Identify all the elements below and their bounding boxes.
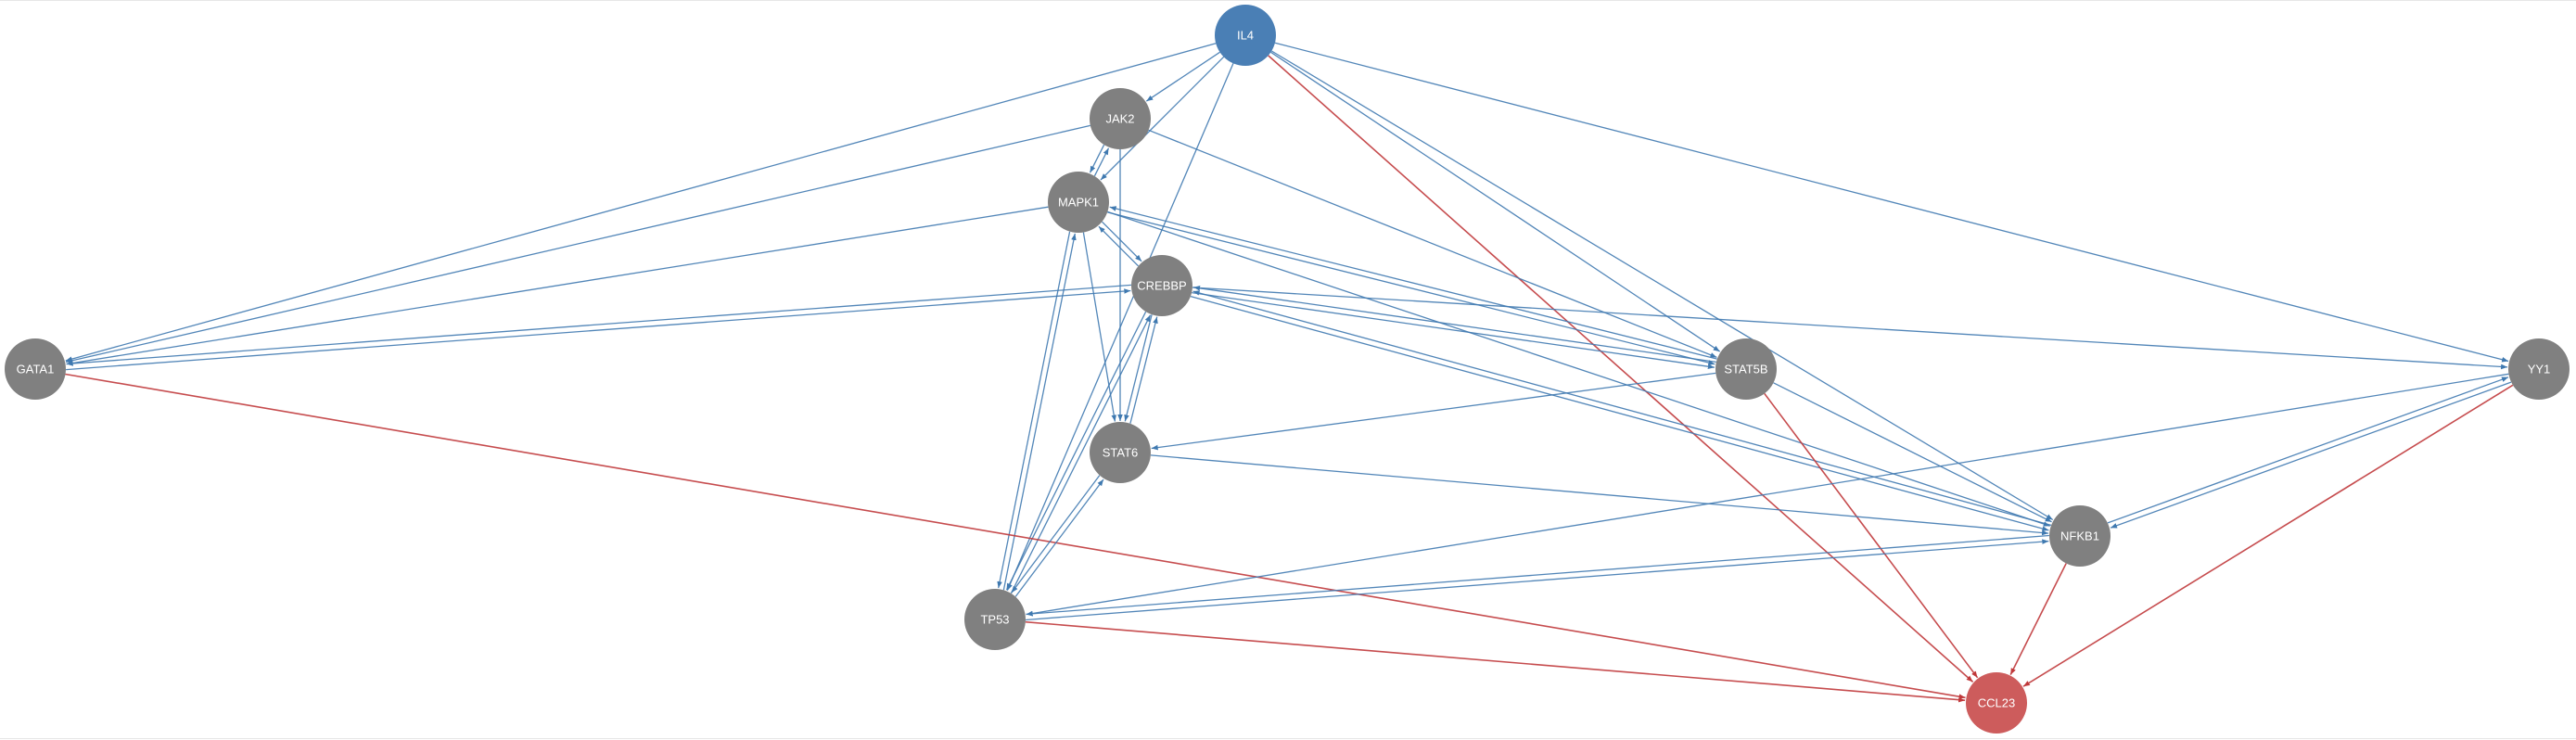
edge-jak2-to-mapk1 xyxy=(1089,144,1105,173)
edge-nfkb1-to-ccl23 xyxy=(2009,563,2067,675)
node-circle-stat5b[interactable] xyxy=(1715,338,1777,400)
edge-crebbp-to-yy1 xyxy=(1192,287,2508,370)
edge-jak2-to-gata1 xyxy=(65,124,1090,364)
edge-stat5b-to-nfkb1 xyxy=(1773,382,2052,523)
edge-crebbp-to-tp53 xyxy=(1005,311,1147,591)
node-circle-crebbp[interactable] xyxy=(1131,255,1192,316)
node-tp53[interactable]: TP53 xyxy=(964,589,1026,650)
node-nfkb1[interactable]: NFKB1 xyxy=(2049,505,2111,567)
edges xyxy=(65,42,2514,703)
edge-crebbp-to-nfkb1 xyxy=(1190,295,2049,531)
edge-crebbp-to-gata1 xyxy=(66,284,1131,366)
node-circle-mapk1[interactable] xyxy=(1048,172,1109,233)
node-circle-stat6[interactable] xyxy=(1090,422,1151,483)
node-gata1[interactable]: GATA1 xyxy=(5,338,66,400)
edge-tp53-to-crebbp xyxy=(1010,314,1152,594)
node-circle-jak2[interactable] xyxy=(1090,88,1151,149)
edge-yy1-to-ccl23 xyxy=(2022,384,2514,687)
edge-il4-to-gata1 xyxy=(65,43,1217,362)
edge-il4-to-nfkb1 xyxy=(1270,50,2054,521)
node-jak2[interactable]: JAK2 xyxy=(1090,88,1151,149)
edge-jak2-to-stat5b xyxy=(1148,129,1717,359)
edge-crebbp-to-stat5b xyxy=(1192,291,1715,369)
node-yy1[interactable]: YY1 xyxy=(2508,338,2570,400)
edge-il4-to-ccl23 xyxy=(1268,55,1974,683)
node-crebbp[interactable]: CREBBP xyxy=(1131,255,1192,316)
edge-il4-to-yy1 xyxy=(1274,42,2509,363)
edge-stat5b-to-mapk1 xyxy=(1109,206,1717,360)
edge-tp53-to-mapk1 xyxy=(1002,233,1077,591)
edge-stat6-to-nfkb1 xyxy=(1150,454,2049,536)
edge-mapk1-to-gata1 xyxy=(66,206,1049,366)
edge-il4-to-mapk1 xyxy=(1100,56,1225,181)
edge-stat5b-to-crebbp xyxy=(1193,286,1716,364)
edge-nfkb1-to-tp53 xyxy=(1026,534,2049,617)
edge-tp53-to-ccl23 xyxy=(1025,620,1966,703)
edge-il4-to-stat5b xyxy=(1270,51,1721,352)
edge-mapk1-to-jak2 xyxy=(1093,147,1110,177)
edge-stat6-to-crebbp xyxy=(1129,316,1158,424)
edge-tp53-to-nfkb1 xyxy=(1026,539,2049,621)
node-circle-yy1[interactable] xyxy=(2508,338,2570,400)
edge-nfkb1-to-crebbp xyxy=(1192,290,2052,527)
edge-yy1-to-tp53 xyxy=(1026,373,2509,617)
node-stat6[interactable]: STAT6 xyxy=(1090,422,1151,483)
edge-mapk1-to-stat6 xyxy=(1082,232,1117,422)
node-stat5b[interactable]: STAT5B xyxy=(1715,338,1777,400)
node-circle-ccl23[interactable] xyxy=(1966,672,2027,734)
edge-gata1-to-crebbp xyxy=(66,288,1131,371)
node-circle-nfkb1[interactable] xyxy=(2049,505,2111,567)
edge-stat6-to-tp53 xyxy=(1011,475,1101,593)
edge-mapk1-to-stat5b xyxy=(1107,211,1715,365)
edge-tp53-to-stat6 xyxy=(1014,478,1104,597)
node-il4[interactable]: IL4 xyxy=(1215,5,1276,66)
edge-yy1-to-nfkb1 xyxy=(2110,381,2512,529)
edge-stat5b-to-stat6 xyxy=(1151,372,1716,451)
edge-il4-to-jak2 xyxy=(1145,51,1220,102)
edge-crebbp-to-stat6 xyxy=(1124,314,1153,422)
edge-gata1-to-ccl23 xyxy=(65,373,1966,699)
node-mapk1[interactable]: MAPK1 xyxy=(1048,172,1109,233)
edge-nfkb1-to-yy1 xyxy=(2107,376,2509,524)
edge-mapk1-to-nfkb1 xyxy=(1107,211,2050,527)
edge-mapk1-to-crebbp xyxy=(1102,221,1142,262)
edge-crebbp-to-mapk1 xyxy=(1098,225,1139,267)
edge-stat5b-to-ccl23 xyxy=(1764,392,1979,679)
node-ccl23[interactable]: CCL23 xyxy=(1966,672,2027,734)
node-circle-gata1[interactable] xyxy=(5,338,66,400)
node-circle-tp53[interactable] xyxy=(964,589,1026,650)
node-circle-il4[interactable] xyxy=(1215,5,1276,66)
